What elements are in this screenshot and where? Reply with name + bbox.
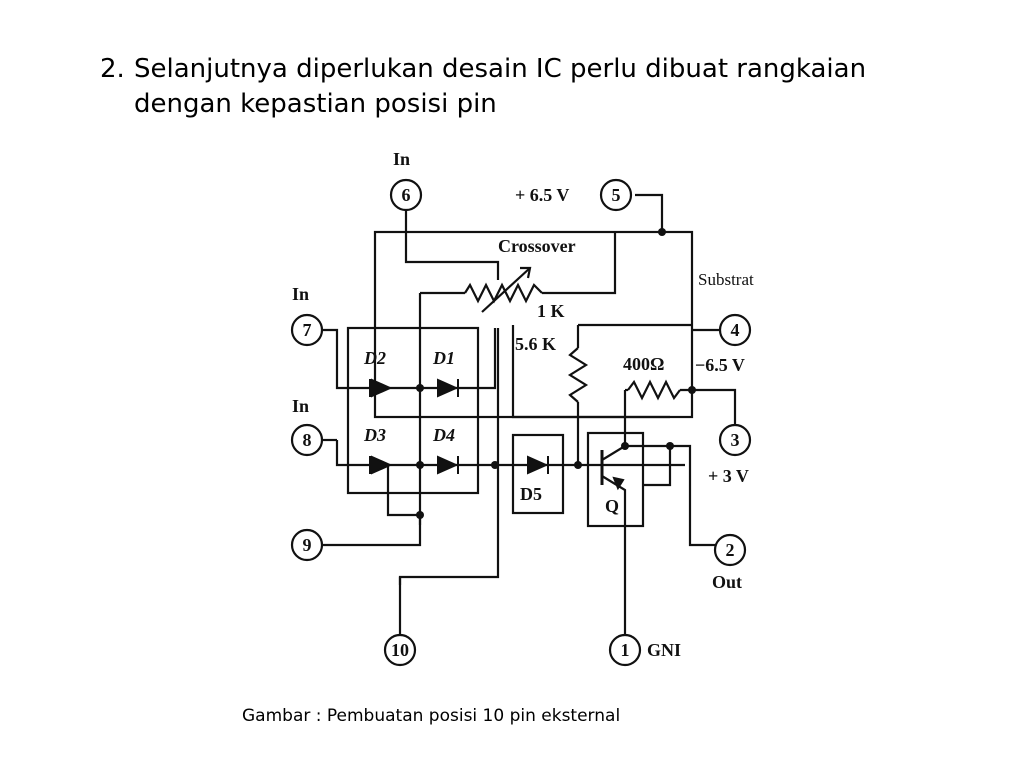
label-in-6: In	[393, 149, 410, 169]
pin-9-number: 9	[303, 535, 312, 555]
pin-8-number: 8	[303, 430, 312, 450]
pin-5-number: 5	[612, 185, 621, 205]
wire-pin8-main	[335, 440, 685, 467]
junction-dot	[658, 228, 666, 236]
wire-mid-loop	[511, 325, 670, 419]
label-v-pos: + 6.5 V	[515, 185, 569, 205]
wire-pin3	[680, 388, 737, 423]
label-r-1k: 1 K	[537, 301, 565, 321]
circuit-diagram: 6 5 7 4 8 3 9 2 10 1 In In In + 6.5 V −6…	[290, 149, 754, 667]
wire-pin7	[335, 328, 497, 390]
pin-1-number: 1	[621, 640, 630, 660]
slide-body-text: 2. Selanjutnya diperlukan desain IC perlu…	[100, 52, 960, 122]
diode-d4	[437, 455, 459, 475]
junction-dot	[491, 461, 499, 469]
label-gnd: GNI	[647, 640, 681, 660]
diode-d3	[371, 455, 393, 475]
diode-bridge-box	[346, 326, 480, 495]
junction-dot	[688, 386, 696, 394]
diode-d2	[371, 378, 393, 398]
junction-dot	[621, 442, 629, 450]
resistor-5k6	[567, 347, 589, 403]
resistor-400	[627, 379, 681, 401]
label-r-400: 400Ω	[623, 354, 664, 374]
wire-d3-bottom	[386, 465, 420, 517]
pin-9-circle	[290, 528, 324, 562]
d5-box	[511, 433, 565, 515]
pin-6-number: 6	[402, 185, 411, 205]
label-d4: D4	[432, 425, 455, 445]
diode-d5	[527, 455, 549, 475]
crossover-resistor	[464, 282, 543, 304]
wire-pot-right	[542, 232, 617, 295]
pin-10-number: 10	[391, 640, 409, 660]
label-out: Out	[712, 572, 742, 592]
junction-dot	[416, 461, 424, 469]
label-v3: + 3 V	[708, 466, 749, 486]
junction-dot	[416, 384, 424, 392]
pot-arrowhead	[520, 266, 532, 279]
diode-d1	[437, 378, 459, 398]
pin-2-circle	[713, 533, 747, 567]
pin-2-number: 2	[726, 540, 735, 560]
label-d1: D1	[432, 348, 455, 368]
junction-dot	[416, 511, 424, 519]
step-number: 2.	[100, 54, 125, 84]
label-in-7: In	[292, 284, 309, 304]
label-substrat: Substrat	[698, 270, 754, 289]
q-box	[586, 431, 645, 528]
junction-dot	[574, 461, 582, 469]
label-d2: D2	[363, 348, 386, 368]
wire-pin2	[670, 444, 712, 547]
step-line-1: 2. Selanjutnya diperlukan desain IC perlu…	[100, 52, 960, 87]
step-text-line-1: Selanjutnya diperlukan desain IC perlu d…	[134, 54, 867, 84]
pin-3-number: 3	[731, 430, 740, 450]
label-d3: D3	[363, 425, 386, 445]
label-q: Q	[605, 496, 619, 516]
pin-6-circle	[389, 178, 423, 212]
wire-q-right	[625, 444, 672, 487]
pin-5-circle	[599, 178, 633, 212]
pot-arrow	[481, 267, 531, 313]
wire-pin9	[307, 515, 422, 547]
transistor-collector	[601, 440, 627, 461]
wire-pin5	[635, 193, 664, 232]
pin-7-number: 7	[303, 320, 312, 340]
step-text-line-2: dengan kepastian posisi pin	[134, 89, 497, 119]
label-d5: D5	[520, 484, 542, 504]
wire-pin7-stub	[322, 328, 339, 335]
figure-caption: Gambar : Pembuatan posisi 10 pin ekstern…	[242, 706, 621, 726]
transistor-emitter	[601, 475, 627, 620]
label-r-5k6: 5.6 K	[515, 334, 556, 354]
label-in-8: In	[292, 396, 309, 416]
label-crossover: Crossover	[498, 236, 576, 256]
wire-pin6	[404, 210, 500, 280]
label-v-neg: −6.5 V	[695, 355, 745, 375]
pin-4-number: 4	[731, 320, 740, 340]
transistor-emitter-arrow	[612, 476, 625, 491]
junction-dot	[666, 442, 674, 450]
